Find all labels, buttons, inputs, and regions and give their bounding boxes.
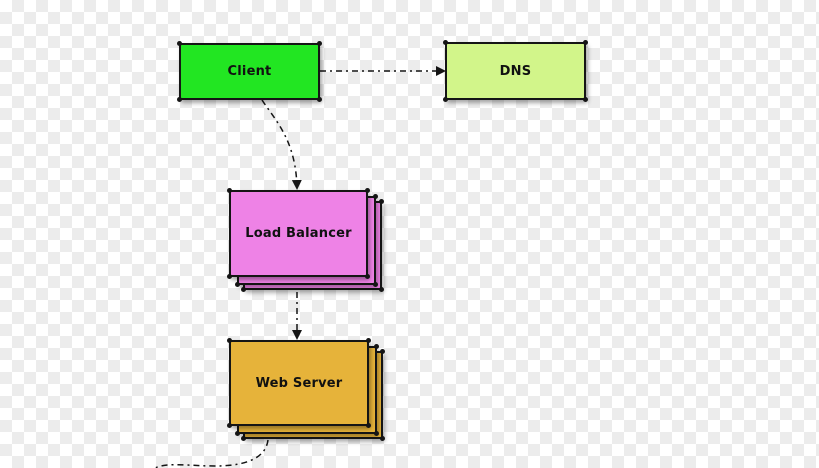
corner-dot: [443, 40, 448, 45]
corner-dot: [583, 40, 588, 45]
corner-dot: [583, 97, 588, 102]
dns-label: DNS: [499, 63, 532, 79]
corner-dot: [241, 287, 246, 292]
load-balancer-node: Load Balancer: [227, 188, 370, 279]
corner-dot: [227, 423, 232, 428]
corner-dot: [177, 97, 182, 102]
corner-dot: [379, 199, 384, 204]
corner-dot: [374, 431, 379, 436]
corner-dot: [365, 274, 370, 279]
edge-client-load-balancer: [261, 99, 302, 190]
corner-dot: [227, 274, 232, 279]
corner-dot: [380, 436, 385, 441]
corner-dot: [227, 338, 232, 343]
corner-dot: [317, 41, 322, 46]
corner-dot: [366, 338, 371, 343]
load-balancer-label: Load Balancer: [245, 226, 352, 241]
corner-dot: [380, 349, 385, 354]
edge-web-server-offscreen: [154, 439, 269, 468]
corner-dot: [177, 41, 182, 46]
corner-dot: [241, 436, 246, 441]
corner-dot: [443, 97, 448, 102]
corner-dot: [373, 282, 378, 287]
web-server-node: Web Server: [227, 338, 371, 428]
corner-dot: [235, 431, 240, 436]
client-label: Client: [227, 64, 272, 79]
corner-dot: [365, 188, 370, 193]
corner-dot: [227, 188, 232, 193]
corner-dot: [379, 287, 384, 292]
web-server-label: Web Server: [255, 375, 343, 391]
corner-dot: [366, 423, 371, 428]
dns-node: DNS: [443, 40, 588, 102]
corner-dot: [373, 194, 378, 199]
corner-dot: [374, 344, 379, 349]
corner-dot: [317, 97, 322, 102]
client-node: Client: [177, 41, 322, 102]
corner-dot: [235, 282, 240, 287]
